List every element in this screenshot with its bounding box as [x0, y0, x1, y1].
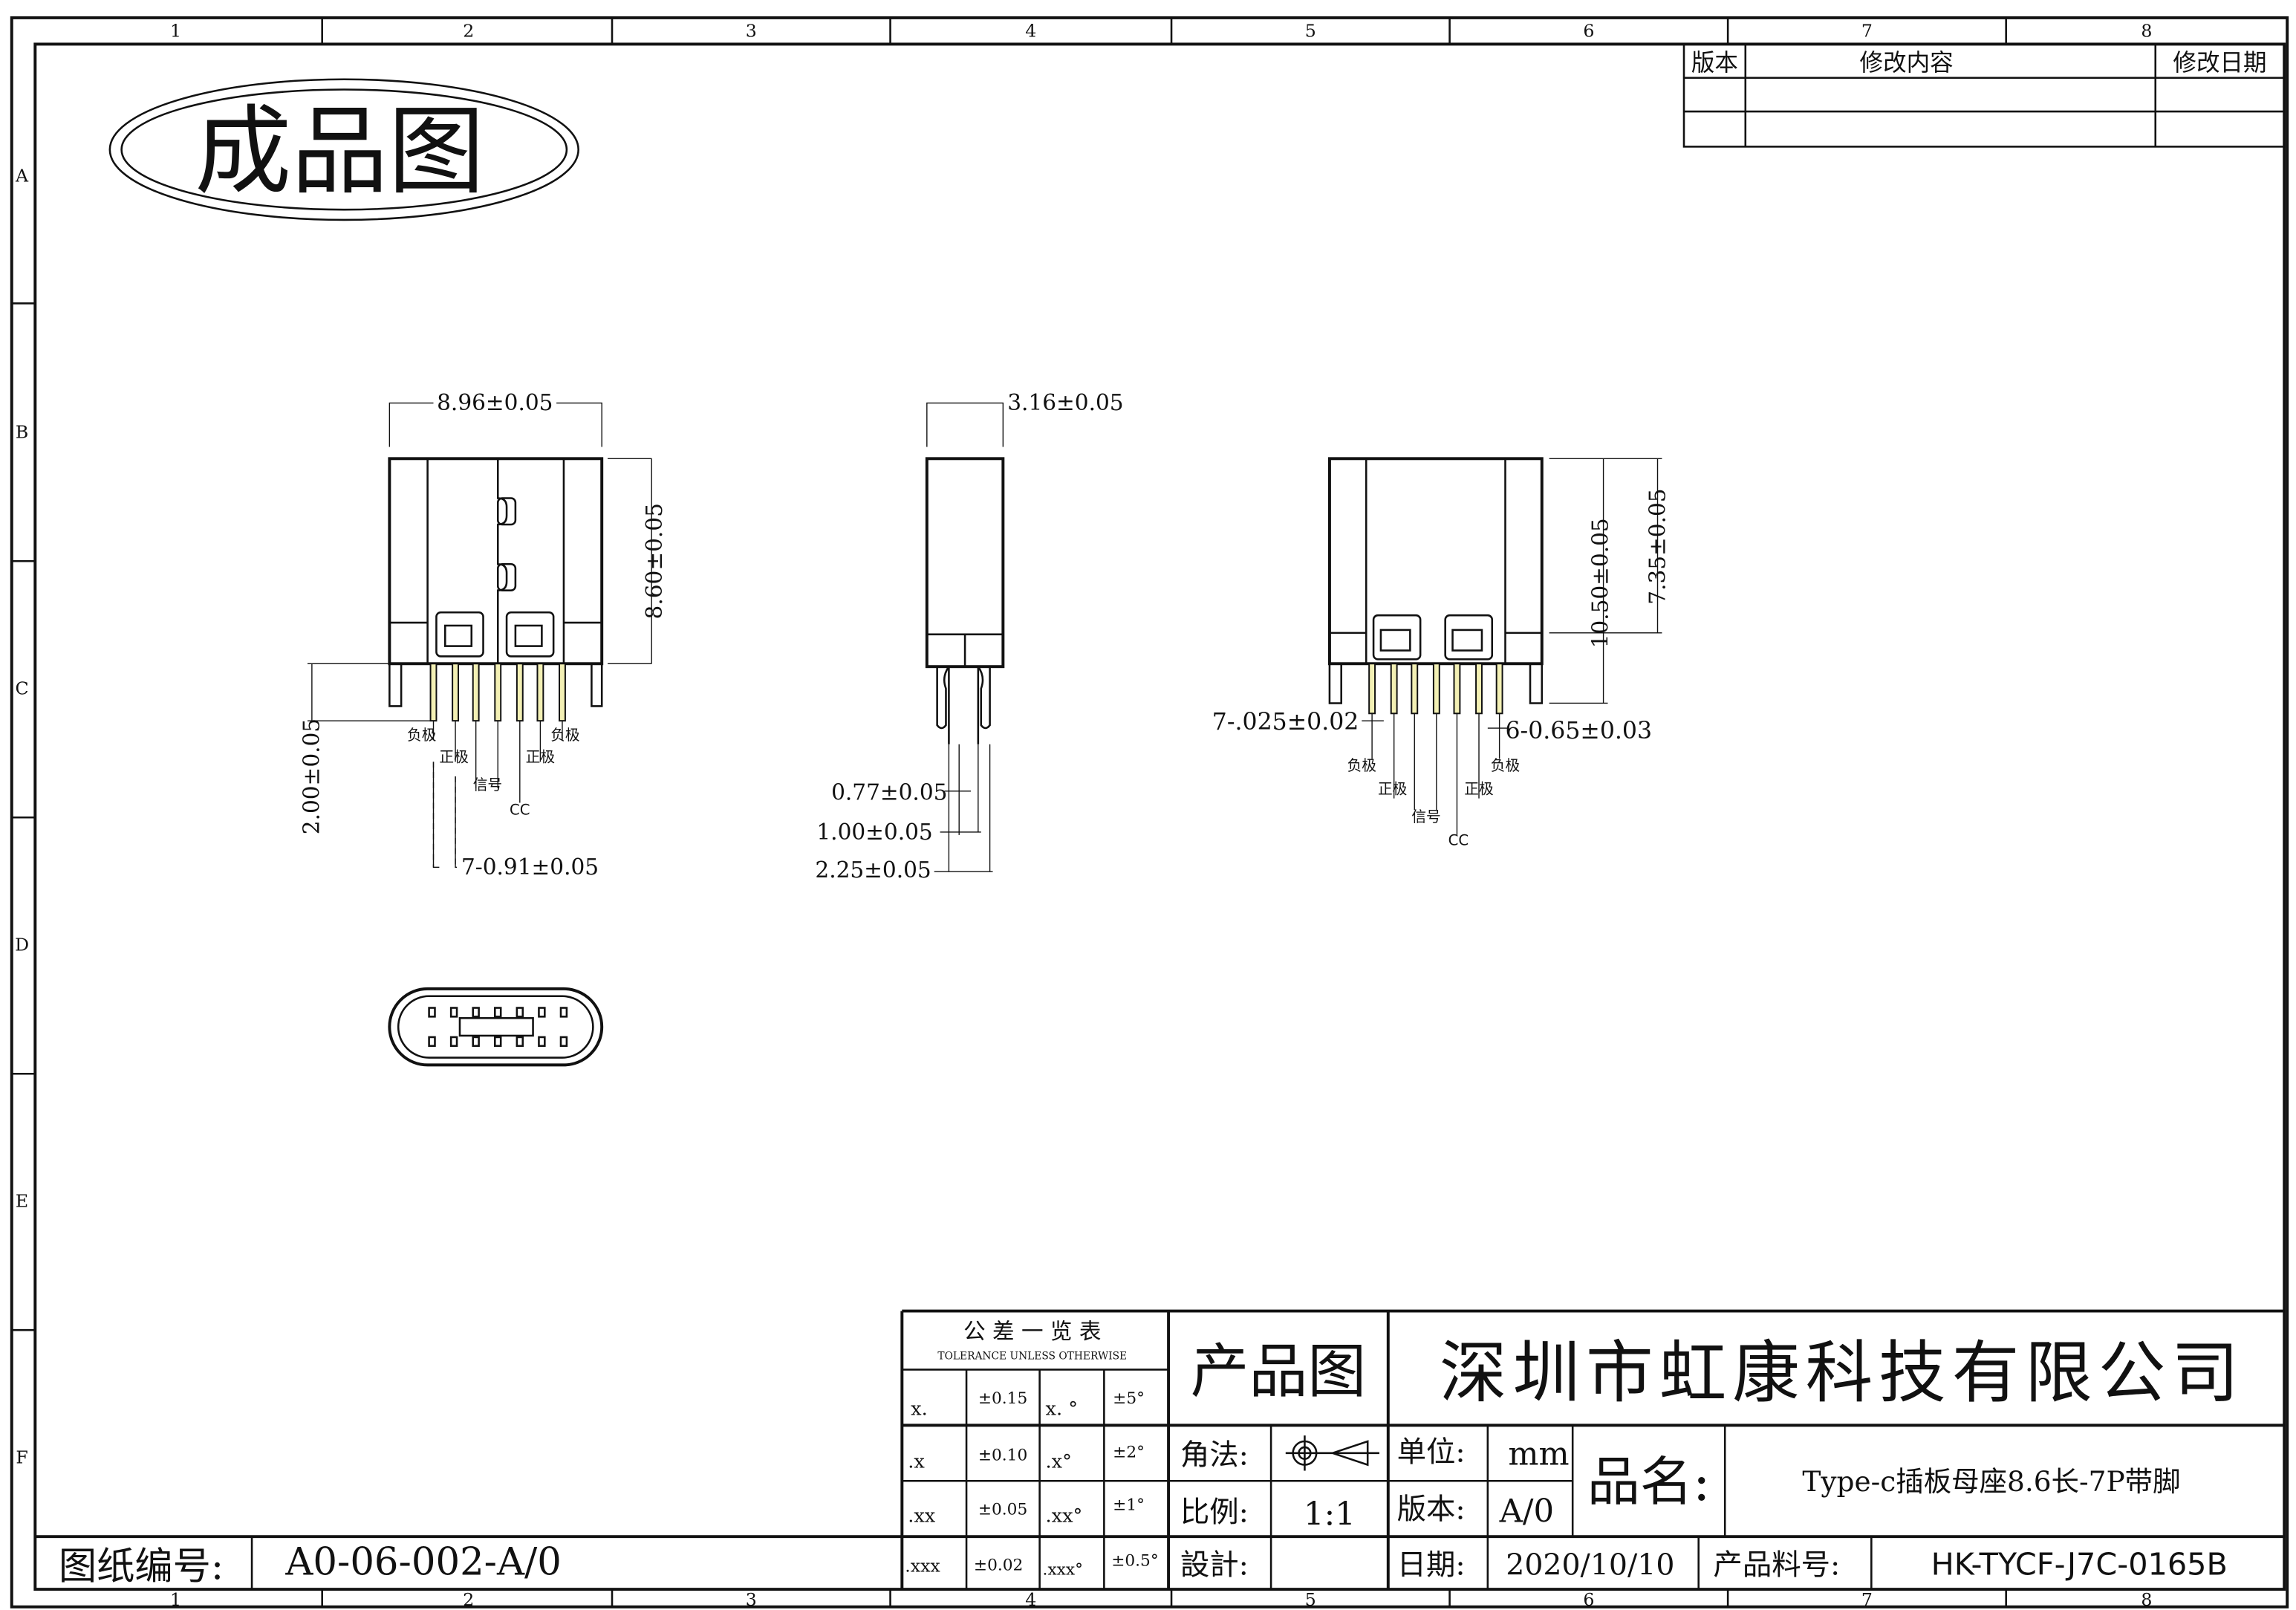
svg-text:設計:: 設計: [1180, 1548, 1249, 1582]
col-label: 4 [1025, 21, 1036, 42]
svg-text:比例:: 比例: [1180, 1495, 1249, 1529]
svg-text:±1°: ±1° [1113, 1496, 1145, 1515]
dim-side-3: 2.25±0.05 [815, 857, 931, 883]
dim-pitch: 7-0.91±0.05 [461, 854, 599, 880]
dim-side-1: 0.77±0.05 [831, 780, 947, 805]
dim-thickness: 3.16±0.05 [1007, 390, 1123, 415]
svg-text:角法:: 角法: [1180, 1438, 1249, 1473]
svg-text:.xx°: .xx° [1046, 1504, 1083, 1527]
pin-label: 正极 [1378, 781, 1408, 798]
svg-text:产品料号:: 产品料号: [1713, 1548, 1840, 1582]
pin-label: 正极 [526, 748, 556, 765]
col-label: 8 [2141, 1589, 2152, 1610]
row-label: C [16, 678, 29, 699]
version-value: A/0 [1499, 1493, 1555, 1530]
port-view [388, 987, 604, 1067]
drawing-number: A0-06-002-A/0 [284, 1539, 561, 1584]
col-label: 1 [170, 1589, 181, 1610]
dim-rear-pitch: 6-0.65±0.03 [1505, 718, 1652, 744]
pin-label: CC [1448, 832, 1469, 849]
col-label: 8 [2141, 21, 2152, 42]
svg-text:±0.5°: ±0.5° [1111, 1552, 1158, 1571]
product-name-label: 品名: [1587, 1451, 1711, 1513]
tolerance-title: 公 差 一 览 表 [963, 1319, 1101, 1344]
row-label: B [16, 422, 28, 443]
svg-text:±5°: ±5° [1113, 1389, 1145, 1408]
col-label: 2 [463, 21, 474, 42]
svg-text:.xxx°: .xxx° [1043, 1560, 1083, 1579]
title-block: 公 差 一 览 表 TOLERANCE UNLESS OTHERWISE x. ±… [35, 1309, 2285, 1590]
pin-label: 信号 [1411, 808, 1440, 825]
rev-header-version: 版本 [1691, 50, 1738, 77]
svg-text:日期:: 日期: [1397, 1548, 1466, 1582]
dim-pin-length: 2.00±0.05 [299, 718, 325, 834]
drawing-type: 产品图 [1191, 1337, 1367, 1406]
dim-pin-width: 7-.025±0.02 [1212, 709, 1359, 736]
svg-text:单位:: 单位: [1397, 1435, 1466, 1470]
rear-view: 10.50±0.05 7.35±0.05 7-.025±0.02 6-0.65±… [1212, 457, 1670, 849]
col-label: 1 [170, 21, 181, 42]
svg-text:.x°: .x° [1046, 1451, 1072, 1473]
date-value: 2020/10/10 [1506, 1548, 1674, 1582]
scale-value: 1:1 [1304, 1496, 1356, 1533]
col-label: 6 [1583, 1589, 1594, 1610]
col-label: 7 [1861, 21, 1873, 42]
svg-text:.xxx: .xxx [905, 1555, 940, 1576]
svg-text:±0.15: ±0.15 [978, 1389, 1027, 1408]
svg-text:±0.10: ±0.10 [978, 1447, 1027, 1465]
dim-width: 8.96±0.05 [437, 390, 553, 415]
company-name: 深圳市虹康科技有限公司 [1440, 1334, 2245, 1412]
svg-text:版本:: 版本: [1397, 1493, 1466, 1527]
dim-height: 8.60±0.05 [642, 503, 667, 619]
pin-label: CC [510, 801, 530, 818]
col-label: 6 [1583, 21, 1594, 42]
col-label: 3 [746, 1589, 757, 1610]
unit-value: mm [1508, 1436, 1569, 1473]
row-label: D [15, 935, 29, 955]
front-view: 8.96±0.05 8.60±0.05 2.00±0.05 7-0.91±0.0… [299, 390, 667, 880]
pin-label: 负极 [1491, 757, 1521, 774]
svg-text:图纸编号:: 图纸编号: [59, 1544, 224, 1588]
rev-header-date: 修改日期 [2173, 50, 2266, 77]
svg-text:±2°: ±2° [1113, 1444, 1145, 1462]
svg-text:成品图: 成品图 [195, 95, 484, 208]
svg-text:x. °: x. ° [1046, 1398, 1079, 1421]
part-number: HK-TYCF-J7C-0165B [1931, 1546, 2228, 1582]
svg-text:.xx: .xx [908, 1504, 936, 1527]
svg-text:±0.05: ±0.05 [978, 1501, 1027, 1519]
col-label: 5 [1305, 1589, 1316, 1610]
col-label: 2 [463, 1589, 474, 1610]
pin-label: 负极 [407, 727, 437, 744]
tolerance-subtitle: TOLERANCE UNLESS OTHERWISE [937, 1351, 1127, 1363]
pin-label: 正极 [1464, 781, 1494, 798]
row-label: F [16, 1447, 27, 1468]
svg-text:x.: x. [911, 1398, 928, 1421]
product-name: Type-c插板母座8.6长-7P带脚 [1802, 1465, 2180, 1498]
pin-label: 信号 [473, 776, 502, 793]
col-label: 5 [1305, 21, 1316, 42]
pin-label: 负极 [1347, 757, 1377, 774]
svg-text:±0.02: ±0.02 [974, 1557, 1023, 1575]
row-label: E [16, 1191, 28, 1212]
col-label: 7 [1861, 1589, 1873, 1610]
revision-table: 版本 修改内容 修改日期 [1682, 43, 2286, 148]
rev-header-content: 修改内容 [1860, 50, 1954, 77]
side-view: 3.16±0.05 0.77±0.05 1.00±0.05 2.25±0.05 [815, 390, 1123, 883]
drawing-frame: 1 2 3 4 5 6 7 8 1 2 3 4 5 6 7 8 A B C D … [10, 16, 2289, 1610]
product-drawing-stamp: 成品图 [108, 78, 579, 221]
row-label: A [15, 166, 29, 186]
col-label: 3 [746, 21, 757, 42]
dim-rear-body: 7.35±0.05 [1645, 488, 1670, 604]
pin-label: 负极 [550, 727, 580, 744]
svg-text:.x: .x [908, 1451, 925, 1473]
dim-rear-height: 10.50±0.05 [1587, 518, 1613, 648]
col-label: 4 [1025, 1589, 1036, 1610]
projection-symbol-icon [1285, 1435, 1379, 1471]
pin-label: 正极 [439, 748, 469, 765]
dim-side-2: 1.00±0.05 [816, 819, 932, 845]
